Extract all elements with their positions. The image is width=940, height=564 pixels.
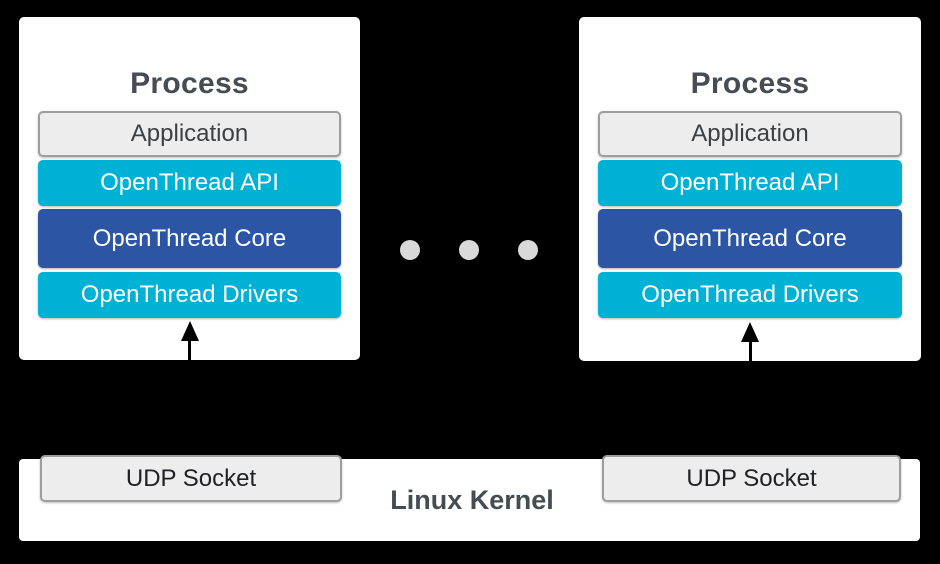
layer-application: Application [598,111,902,157]
udp-socket-label: UDP Socket [125,464,257,492]
udp-socket-label: UDP Socket [686,464,817,492]
layer-openthread-drivers: OpenThread Drivers [598,272,902,318]
arrow-shaft [748,342,752,361]
layer-stack: Application OpenThread API OpenThread Co… [598,111,902,321]
process-box-left: Process Application OpenThread API OpenT… [19,17,360,360]
dot-icon [459,240,479,260]
layer-application: Application [38,111,341,157]
dot-icon [518,240,538,260]
layer-label: OpenThread Drivers [80,281,299,308]
layer-label: OpenThread Core [92,224,287,252]
layer-label: Application [691,120,809,147]
dot-icon [400,240,420,260]
layer-openthread-drivers: OpenThread Drivers [38,272,341,318]
udp-socket-right: UDP Socket [602,455,901,502]
layer-openthread-core: OpenThread Core [38,209,341,268]
layer-openthread-api: OpenThread API [38,160,341,206]
up-arrow-right [741,322,759,361]
process-title: Process [130,67,249,100]
layer-openthread-core: OpenThread Core [598,209,902,268]
ellipsis-dots [400,240,538,260]
layer-label: Application [130,120,249,147]
layer-label: OpenThread Drivers [641,281,859,308]
arrow-head-icon [741,322,759,342]
layer-openthread-api: OpenThread API [598,160,902,206]
linux-kernel-box: UDP Socket Linux Kernel UDP Socket [19,455,920,541]
linux-kernel-label: Linux Kernel [390,484,554,515]
layer-label: OpenThread API [100,169,279,196]
process-box-right: Process Application OpenThread API OpenT… [579,17,921,361]
arrow-head-icon [180,321,199,341]
arrow-shaft [188,341,191,360]
up-arrow-left [180,321,199,360]
layer-label: OpenThread API [660,169,840,196]
layer-stack: Application OpenThread API OpenThread Co… [38,111,341,321]
udp-socket-left: UDP Socket [40,455,342,502]
process-title: Process [690,67,810,100]
layer-label: OpenThread Core [653,224,847,252]
